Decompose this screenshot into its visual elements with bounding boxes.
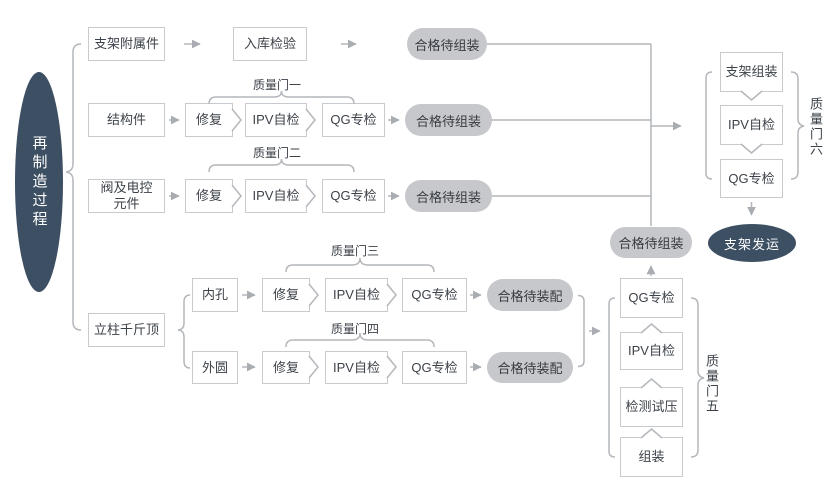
node-qg-check-stack5: QG专检 [620,278,683,318]
node-repair-row5: 修复 [262,351,310,384]
gate-label-2: 质量门二 [253,146,302,160]
process-root-label: 再制造过程 [30,134,48,230]
bracket-stack5 [608,297,616,458]
node-ipv-check-stack6: IPV自检 [720,105,783,145]
gate-label-6: 质量门六 [808,97,823,157]
brace-process-root [65,43,82,331]
node-ipv-check-stack5: IPV自检 [620,332,683,370]
brace-gate-6 [790,71,805,180]
node-assembly: 组装 [620,437,683,477]
gate-label-1: 质量门一 [253,78,302,92]
node-repair-row4: 修复 [262,278,310,312]
node-support-assembly: 支架组装 [720,52,783,92]
pill-qualified-assembly-row2: 合格待组装 [405,104,492,136]
node-support-accessories: 支架附属件 [88,27,165,61]
gate-label-5: 质量门五 [704,354,719,414]
node-ipv-check-row5: IPV自检 [325,351,388,384]
pill-qualified-assembly-row1: 合格待组装 [407,28,487,60]
merge-bracket-rows45 [577,294,585,368]
node-ipv-check-row4: IPV自检 [325,278,388,312]
node-qg-check-stack6: QG专检 [720,159,783,198]
node-structural-parts: 结构件 [88,103,165,137]
node-qg-check-row5: QG专检 [402,351,467,384]
node-prop-jack: 立柱千斤顶 [88,313,165,347]
pill-qualified-fitting-row4: 合格待装配 [487,279,573,311]
pill-qualified-fitting-row5: 合格待装配 [487,352,573,383]
node-qg-check-row2: QG专检 [322,103,385,137]
pill-qualified-assembly-stack5: 合格待组装 [610,227,692,258]
node-repair-row2: 修复 [185,103,233,137]
gate-label-4: 质量门四 [331,322,380,336]
node-valve-electric: 阀及电控 元件 [88,179,165,213]
bracket-stack6 [705,71,713,180]
node-outer-circle: 外圆 [192,351,238,384]
node-repair-row3: 修复 [185,179,233,213]
node-ipv-check-row2: IPV自检 [245,103,307,137]
node-test-pressure: 检测试压 [620,387,683,427]
process-root-ellipse: 再制造过程 [15,72,63,292]
gate-label-3: 质量门三 [331,244,380,258]
node-qg-check-row4: QG专检 [402,278,467,312]
node-ipv-check-row3: IPV自检 [245,179,307,213]
overbrace-gate-3 [285,257,435,273]
node-inner-hole: 内孔 [192,278,238,312]
node-qg-check-row3: QG专检 [322,179,385,213]
brace-jack-split [177,294,191,369]
node-warehouse-inspection: 入库检验 [233,27,307,61]
merge-trunk-lines [487,43,652,226]
pill-qualified-assembly-row3: 合格待组装 [405,180,492,212]
node-support-shipping: 支架发运 [708,224,796,262]
